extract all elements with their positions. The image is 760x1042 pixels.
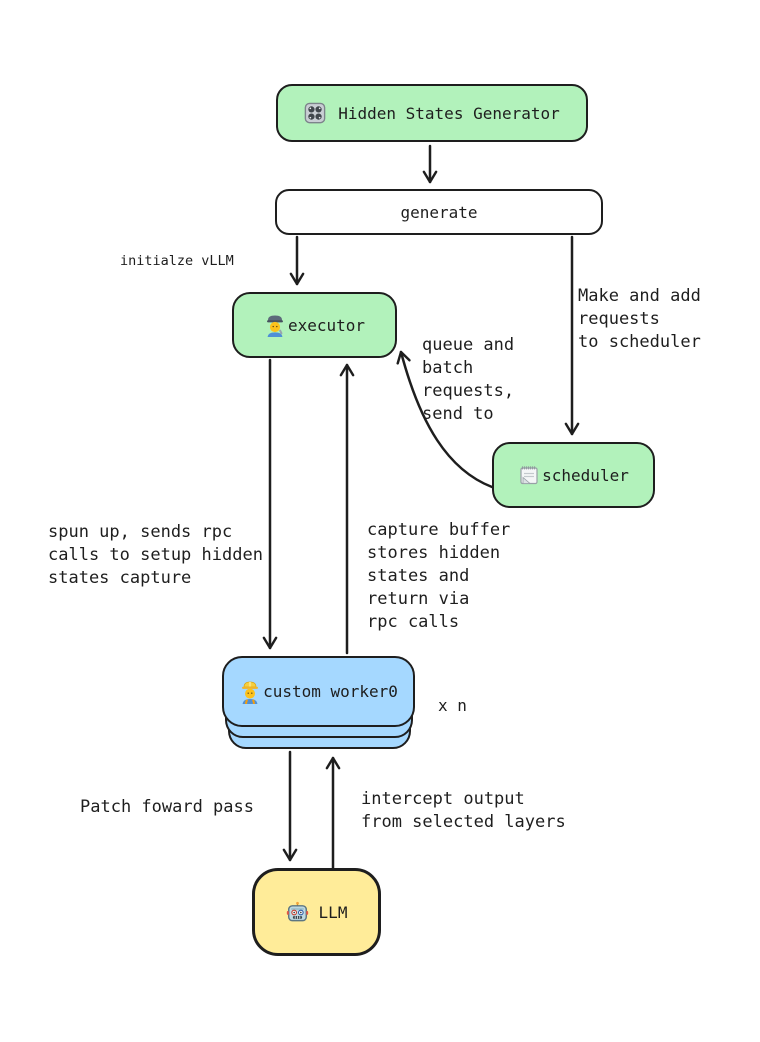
spiral-notepad-icon	[518, 464, 540, 486]
annotation-initialize-vllm: initialze vLLM	[120, 253, 234, 269]
annotation-spun-up-rpc: spun up, sends rpc calls to setup hidden…	[48, 522, 263, 588]
node-executor: executor	[232, 292, 397, 358]
node-custom-worker: custom worker0	[222, 656, 415, 727]
node-label: executor	[287, 315, 366, 335]
node-hidden-states-generator: Hidden States Generator	[276, 84, 588, 142]
annotation-queue-batch-requests: queue and batch requests, send to	[422, 335, 515, 424]
robot-icon	[286, 901, 309, 924]
control-knobs-icon	[304, 102, 326, 124]
node-label: custom worker0	[263, 682, 398, 701]
node-label: LLM	[318, 902, 348, 922]
man-mechanic-icon	[264, 313, 286, 337]
annotation-capture-buffer: capture buffer stores hidden states and …	[367, 520, 511, 632]
node-label: Hidden States Generator	[338, 103, 560, 123]
node-label: generate	[400, 202, 478, 222]
node-scheduler: scheduler	[492, 442, 655, 508]
worker-multiplier-label: x n	[438, 696, 467, 715]
annotation-patch-forward-pass: Patch foward pass	[80, 797, 254, 817]
node-llm: LLM	[252, 868, 381, 956]
node-label: scheduler	[542, 465, 629, 485]
annotation-make-add-requests: Make and add requests to scheduler	[578, 286, 701, 352]
node-generate: generate	[275, 189, 603, 235]
construction-worker-icon	[239, 679, 261, 704]
annotation-intercept-output: intercept output from selected layers	[361, 789, 566, 832]
